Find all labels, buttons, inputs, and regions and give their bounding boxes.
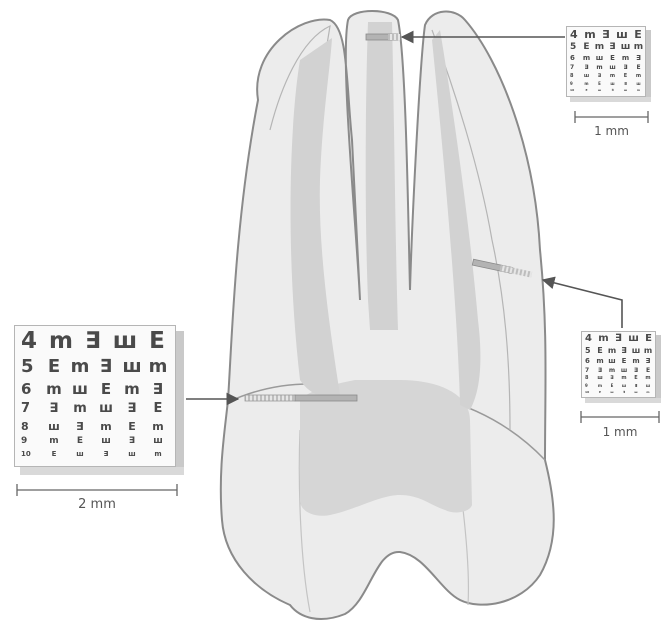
scale-label-top-right: 1 mm	[575, 124, 648, 138]
scale-label-large: 2 mm	[17, 497, 177, 512]
chart-row: 6 m ш E m ∃	[21, 380, 171, 398]
chart-row: 8 ш ∃ m E m	[21, 420, 171, 433]
eye-chart-large: 4 m ∃ ш E 5 E m ∃ ш m 6 m ш E m ∃ 7 ∃ m …	[14, 325, 184, 475]
mesial-canal-marker-hatch	[245, 395, 295, 401]
chart-row: 5 E m ∃ ш m	[585, 346, 654, 355]
arrow-bottom-right	[543, 280, 622, 328]
chart-row: 8 ш ∃ m E m	[585, 375, 654, 381]
chart-row: 4 m ∃ ш E	[21, 328, 173, 354]
chart-row: 9 m E ш ∃ ш	[585, 383, 654, 388]
chart-row: 10 E ш ∃ ш m	[570, 88, 645, 92]
scale-bar-large	[17, 484, 177, 496]
chart-row: 9 m E ш ∃ ш	[21, 436, 171, 446]
eye-chart-top-right: 4 m ∃ ш E 5 E m ∃ ш m 6 m ш E m ∃ 7 ∃ m …	[566, 26, 651, 102]
chart-row: 7 ∃ m ш ∃ E	[570, 64, 645, 71]
palatal-apex-marker-hatch	[388, 34, 400, 40]
chart-row: 7 ∃ m ш ∃ E	[585, 367, 654, 374]
scale-label-bottom-right: 1 mm	[581, 425, 659, 439]
chart-row: 7 ∃ m ш ∃ E	[21, 401, 171, 416]
chart-row: 10 E ш ∃ ш m	[21, 450, 171, 458]
eye-chart-bottom-right: 4 m ∃ ш E 5 E m ∃ ш m 6 m ш E m ∃ 7 ∃ m …	[581, 331, 661, 403]
chart-row: 4 m ∃ ш E	[585, 333, 656, 344]
chart-row: 5 E m ∃ ш m	[21, 356, 171, 377]
chart-row: 8 ш ∃ m E m	[570, 73, 645, 79]
scale-bar-top-right	[575, 111, 648, 123]
chart-row: 6 m ш E m ∃	[585, 357, 654, 365]
chart-row: 6 m ш E m ∃	[570, 54, 645, 62]
mesial-canal-marker	[295, 395, 357, 401]
chart-row: 4 m ∃ ш E	[570, 28, 646, 41]
scale-bar-bottom-right	[581, 411, 659, 423]
chart-row: 10 E ш ∃ ш m	[585, 390, 654, 394]
chart-row: 5 E m ∃ ш m	[570, 42, 645, 52]
chart-row: 9 m E ш ∃ ш	[570, 81, 645, 86]
